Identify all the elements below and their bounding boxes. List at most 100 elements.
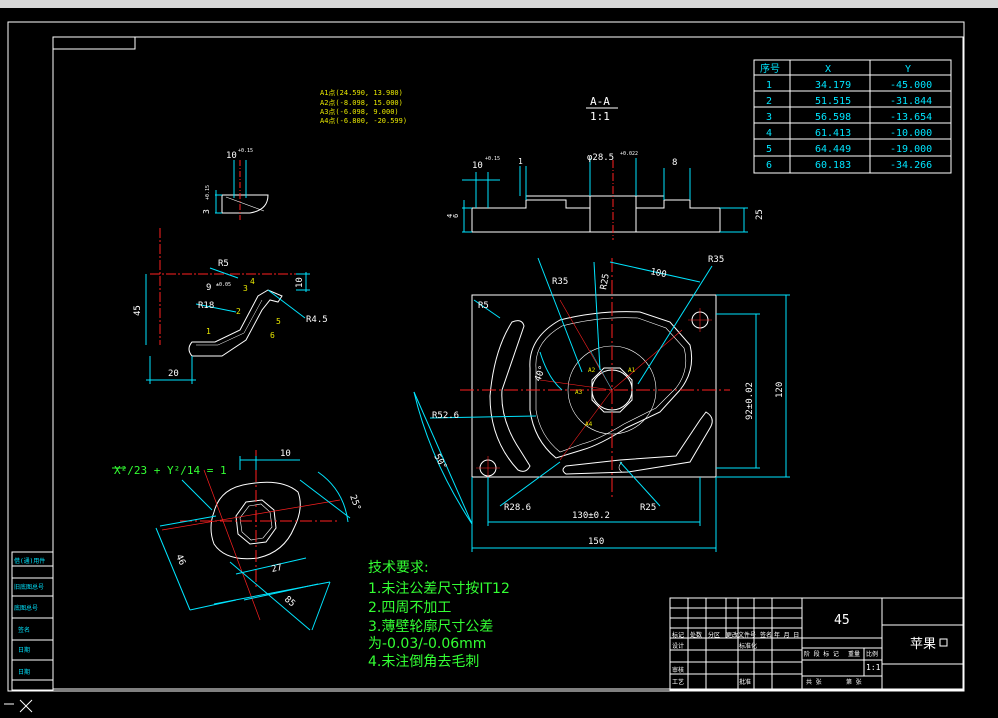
main-point-label: A3 — [575, 389, 583, 396]
title-row-label: 工艺 — [672, 678, 684, 686]
left-r45: R4.5 — [306, 315, 328, 325]
coord-header-index: 序号 — [760, 62, 780, 75]
left-profile-view — [145, 228, 310, 384]
coord-header-x: X — [825, 64, 831, 75]
coord-header-y: Y — [905, 64, 911, 75]
lower-dim-10: 10 — [280, 449, 291, 459]
main-r5: R5 — [478, 301, 489, 311]
title-row-label: 审核 — [672, 666, 684, 674]
margin-label: 旧底图总号 — [14, 583, 44, 591]
top-detail-width: 10 — [226, 151, 237, 161]
main-angle-50: 50° — [431, 453, 448, 472]
coord-row-x: 51.515 — [815, 96, 851, 107]
coord-row-y: -31.844 — [890, 96, 932, 107]
ucs-axis-icon — [4, 699, 33, 713]
coord-row-index: 3 — [766, 112, 772, 123]
title-sheet-label: 共 张 — [806, 678, 822, 686]
title-stage-label: 阶 段 标 记 — [804, 650, 839, 658]
title-col-label: 更改文件号 — [726, 631, 756, 639]
main-r526: R52.6 — [432, 411, 459, 421]
main-r35-right: R35 — [708, 255, 724, 265]
tech-line: 2.四周不加工 — [368, 600, 451, 616]
left-r5: R5 — [218, 259, 229, 269]
tech-title: 技术要求: — [368, 560, 429, 576]
margin-label: 日期 — [18, 668, 30, 676]
coord-row-x: 61.413 — [815, 128, 851, 139]
main-r25-top: R25 — [599, 273, 612, 291]
coord-row-y: -13.654 — [890, 112, 932, 123]
title-stage-label: 重量 — [848, 650, 860, 658]
coord-row-y: -45.000 — [890, 80, 932, 91]
left-point-label: 4 — [250, 277, 255, 286]
coord-row-x: 60.183 — [815, 160, 851, 171]
main-point-label: A1 — [628, 367, 636, 374]
main-point-label: A4 — [585, 421, 593, 428]
main-r286: R28.6 — [504, 503, 531, 513]
left-h45: 45 — [133, 305, 143, 316]
section-gap: 1 — [518, 157, 523, 166]
title-col-label: 签名 — [760, 631, 772, 639]
coord-row-index: 1 — [766, 80, 772, 91]
section-depth: 8 — [672, 158, 677, 168]
coordinate-table — [753, 59, 952, 174]
main-dim-150: 150 — [588, 537, 604, 547]
main-dim-92: 92±0.02 — [745, 382, 755, 420]
title-row-label: 设计 — [672, 642, 684, 650]
left-r18: R18 — [198, 301, 214, 311]
main-dim-100: 100 — [649, 267, 667, 280]
section-title: A-A — [590, 95, 610, 108]
main-r35-left: R35 — [552, 277, 568, 287]
left-margin-table — [11, 551, 54, 691]
inner-frame — [52, 36, 964, 690]
section-h2: 6 — [452, 214, 460, 218]
left-w20: 20 — [168, 369, 179, 379]
outer-frame — [7, 21, 965, 692]
point-note: A3点(-6.098, 9.000) — [320, 108, 399, 116]
coord-row-index: 6 — [766, 160, 772, 171]
tech-line: 4.未注倒角去毛刺 — [368, 654, 479, 670]
lower-ellipse-view — [155, 450, 351, 631]
left-point-label: 2 — [236, 307, 241, 316]
main-dim-120: 120 — [775, 382, 785, 398]
point-note: A2点(-8.098, 15.000) — [320, 99, 403, 107]
tech-line: 3.薄壁轮廓尺寸公差 — [368, 618, 493, 635]
section-bore-tol: +0.022 — [620, 151, 638, 157]
section-width: 10 — [472, 161, 483, 171]
left-point-label: 3 — [243, 284, 248, 293]
margin-label: 借(通)用件 — [14, 557, 45, 565]
top-detail-htol: +0.15 — [205, 185, 211, 200]
margin-label: 签名 — [18, 626, 30, 634]
title-mid-label: 标准化 — [739, 642, 757, 650]
lower-dim-46: 46 — [173, 553, 187, 567]
coord-row-y: -19.000 — [890, 144, 932, 155]
left-point-label: 6 — [270, 331, 275, 340]
window-top-strip — [0, 0, 998, 8]
title-mid-label: 批准 — [739, 678, 751, 686]
title-col-label: 分区 — [708, 631, 720, 639]
coord-row-x: 56.598 — [815, 112, 851, 123]
section-bore: φ28.5 — [587, 153, 614, 163]
title-stage-label: 比例 — [866, 650, 878, 658]
title-scale: 1:1 — [866, 663, 881, 672]
top-detail-height: 3 — [202, 209, 211, 214]
main-plan-view — [413, 257, 790, 552]
main-r25-bottom: R25 — [640, 503, 656, 513]
coord-row-y: -10.000 — [890, 128, 932, 139]
coord-row-y: -34.266 — [890, 160, 932, 171]
left-h10: 10 — [295, 277, 305, 288]
top-detail-tol: +0.15 — [238, 148, 253, 154]
top-label-box — [52, 36, 136, 50]
coord-row-x: 34.179 — [815, 80, 851, 91]
title-symbol-box — [939, 638, 948, 647]
main-point-label: A2 — [588, 367, 596, 374]
coord-row-x: 64.449 — [815, 144, 851, 155]
tech-line: 为-0.03/-0.06mm — [368, 636, 486, 652]
left-point-label: 5 — [276, 317, 281, 326]
title-block — [669, 597, 965, 691]
tech-line: 1.未注公差尺寸按IT12 — [368, 581, 510, 597]
title-col-label: 标记 — [672, 631, 684, 639]
title-col-label: 处数 — [690, 631, 702, 639]
lower-dim-85: 85 — [282, 595, 297, 610]
